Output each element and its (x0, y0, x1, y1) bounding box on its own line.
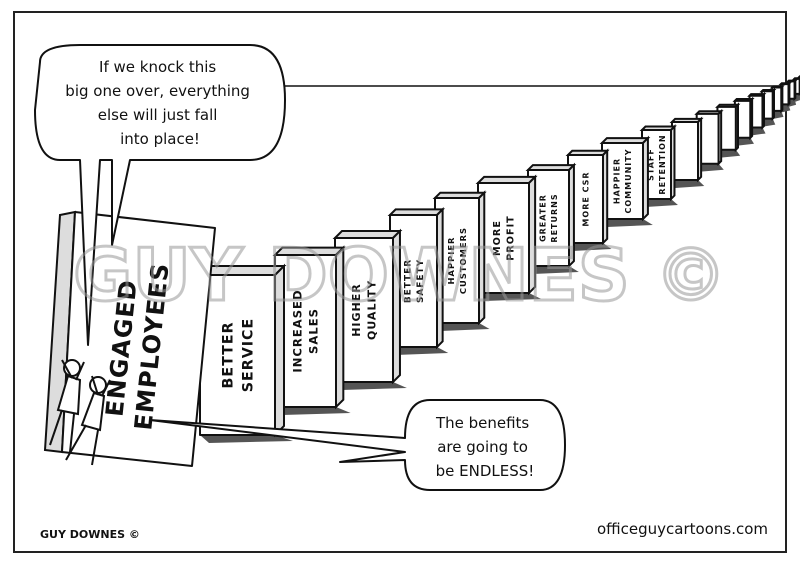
domino-shadow (568, 243, 612, 251)
domino-label-line: BETTER (403, 259, 413, 303)
svg-text:The benefits are going t: The benefits are going to be ENDLESS! (435, 414, 534, 480)
domino-label-line: COMMUNITY (624, 148, 633, 213)
domino-label-line: MORE CSR (581, 171, 590, 226)
domino-label: MORE CSR (581, 171, 590, 226)
domino-shadow (390, 347, 449, 355)
domino-shadow (642, 199, 678, 207)
domino-label-line: HAPPIER (613, 158, 622, 204)
speech-line: are going to (437, 438, 528, 456)
domino (759, 87, 777, 127)
domino-label-line: MORE (492, 220, 503, 256)
domino-label-line: CUSTOMERS (458, 227, 468, 294)
domino-label-line: INCREASED (290, 289, 304, 372)
domino-face (671, 121, 699, 181)
domino-face (601, 142, 644, 220)
domino-label-line: RETENTION (658, 134, 667, 194)
speech-line: else will just fall (98, 106, 218, 124)
domino-label-line: STAFF (647, 148, 656, 181)
domino-shadow (602, 219, 653, 227)
domino-label-line: SERVICE (240, 318, 256, 393)
domino (785, 78, 798, 107)
speech-bubble-bottom: The benefits are going to be ENDLESS! (149, 399, 566, 491)
domino-label-line: GREATER (539, 194, 548, 242)
domino-shadow (696, 163, 724, 172)
domino-label-line: QUALITY (366, 280, 379, 340)
domino-shadow (435, 323, 490, 331)
pushing-employees (49, 359, 111, 466)
domino-shadow (528, 266, 579, 274)
domino-face (274, 254, 337, 408)
domino-shadow (672, 180, 705, 188)
domino-label-line: HIGHER (350, 283, 363, 337)
speech-line: The benefits (435, 414, 529, 432)
domino-face (334, 237, 394, 383)
domino-shadow (478, 293, 542, 301)
domino-label-line: SALES (307, 308, 321, 354)
domino-label-line: SAFETY (416, 259, 426, 303)
domino (669, 116, 705, 188)
domino-shadow (717, 149, 741, 158)
watermark: GUY DOWNES © (73, 233, 727, 317)
domino-label-line: BETTER (221, 321, 237, 388)
domino-label-line: PROFIT (506, 215, 517, 261)
speech-bubble-top: If we knock this big one over, everythin… (34, 44, 286, 346)
domino-shadow (734, 137, 754, 146)
svg-text:If we knock this big one: If we knock this big one over, everythin… (65, 58, 254, 148)
domino-shadow (200, 435, 293, 443)
domino-face (477, 182, 530, 294)
speech-line: If we knock this (99, 58, 216, 76)
domino-label-line: HAPPIER (446, 237, 456, 285)
speech-line: be ENDLESS! (436, 462, 535, 480)
website-link[interactable]: officeguycartoons.com (597, 520, 768, 538)
speech-line: into place! (120, 130, 200, 148)
domino-shadow (275, 407, 351, 415)
domino-label-line: RETURNS (550, 193, 559, 242)
speech-line: big one over, everything (65, 82, 250, 100)
domino-shadow (335, 382, 407, 390)
domino (694, 108, 724, 172)
signature: GUY DOWNES © (40, 528, 140, 541)
